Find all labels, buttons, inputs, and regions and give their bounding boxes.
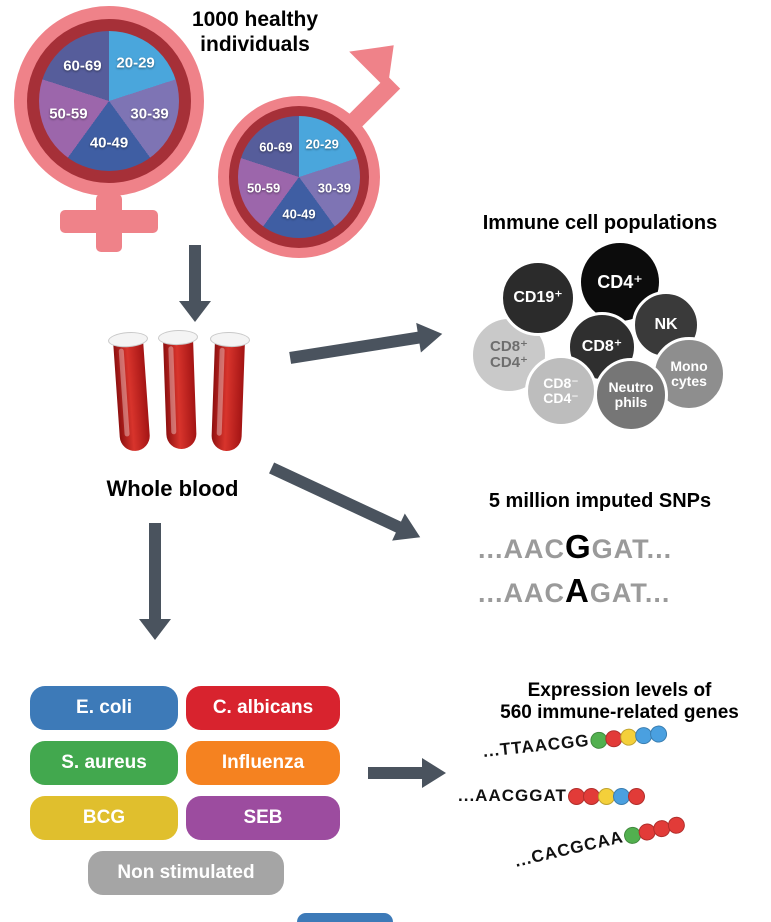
cell-circle-neutrophils: Neutro phils (594, 358, 668, 432)
snp-sequence-row: ...AACGGAT... (478, 528, 672, 566)
age-label-20-29: 20-29 (116, 54, 155, 72)
immune-cells-title: Immune cell populations (482, 212, 718, 234)
arrow-to-immune-cells (288, 317, 451, 372)
snp-variant-allele: A (565, 572, 590, 609)
cell-circle-cd8neg-cd4neg: CD8⁻ CD4⁻ (525, 355, 597, 427)
age-label-20-29: 20-29 (305, 136, 339, 152)
blood-tube (107, 330, 157, 463)
stimulus-pill-seb: SEB (186, 796, 340, 840)
cell-circle-cd19: CD19⁺ (500, 260, 576, 336)
female-symbol-crossbar (60, 210, 158, 233)
stimulus-pill-saureus: S. aureus (30, 741, 178, 785)
age-label-60-69: 60-69 (259, 139, 293, 154)
snp-seq-pre: ...AAC (478, 534, 565, 564)
female-circle: 20-29 30-39 40-49 50-59 60-69 (14, 6, 204, 196)
stimulus-pill-influenza: Influenza (186, 741, 340, 785)
figure-title: 1000 healthy individuals (191, 8, 319, 56)
expression-dot (649, 724, 668, 743)
male-arrow-head (349, 26, 413, 90)
male-circle: 20-29 30-39 40-49 50-59 60-69 (218, 96, 380, 258)
expression-row: ...CACGCAA (513, 813, 687, 872)
female-pie-ring: 20-29 30-39 40-49 50-59 60-69 (27, 19, 191, 183)
snp-seq-post: GAT... (589, 578, 671, 608)
snp-variant-allele: G (565, 528, 592, 565)
snps-title: 5 million imputed SNPs (488, 490, 712, 512)
expression-row: ...AACGGAT (458, 786, 645, 806)
partial-element-bottom (297, 913, 393, 922)
age-label-30-39: 30-39 (317, 180, 351, 196)
snp-seq-post: GAT... (591, 534, 673, 564)
expression-row: ...TTAACGG (482, 723, 668, 762)
expression-sequence: ...CACGCAA (512, 827, 626, 871)
blood-tube (157, 329, 203, 460)
blood-tube (206, 331, 251, 462)
expression-sequence: ...AACGGAT (458, 786, 567, 805)
arrow-to-snps (266, 453, 433, 552)
stimulus-pill-nonstimulated: Non stimulated (88, 851, 284, 895)
age-label-50-59: 50-59 (49, 105, 88, 123)
age-label-40-49: 40-49 (89, 134, 129, 152)
snp-seq-pre: ...AAC (478, 578, 565, 608)
male-pie-ring: 20-29 30-39 40-49 50-59 60-69 (229, 106, 369, 248)
age-label-40-49: 40-49 (282, 206, 316, 222)
expression-dot (627, 787, 645, 805)
male-age-pie: 20-29 30-39 40-49 50-59 60-69 (238, 116, 360, 238)
snp-sequence-row: ...AACAGAT... (478, 572, 670, 610)
age-label-50-59: 50-59 (246, 180, 281, 196)
age-label-60-69: 60-69 (63, 57, 102, 75)
stimulus-pill-calbicans: C. albicans (186, 686, 340, 730)
expression-sequence: ...TTAACGG (481, 730, 591, 761)
stimulus-pill-ecoli: E. coli (30, 686, 178, 730)
stimulus-pill-bcg: BCG (30, 796, 178, 840)
whole-blood-label: Whole blood (106, 476, 239, 501)
expression-title: Expression levels of 560 immune-related … (500, 680, 739, 724)
female-age-pie: 20-29 30-39 40-49 50-59 60-69 (39, 31, 179, 171)
age-label-30-39: 30-39 (130, 105, 169, 123)
